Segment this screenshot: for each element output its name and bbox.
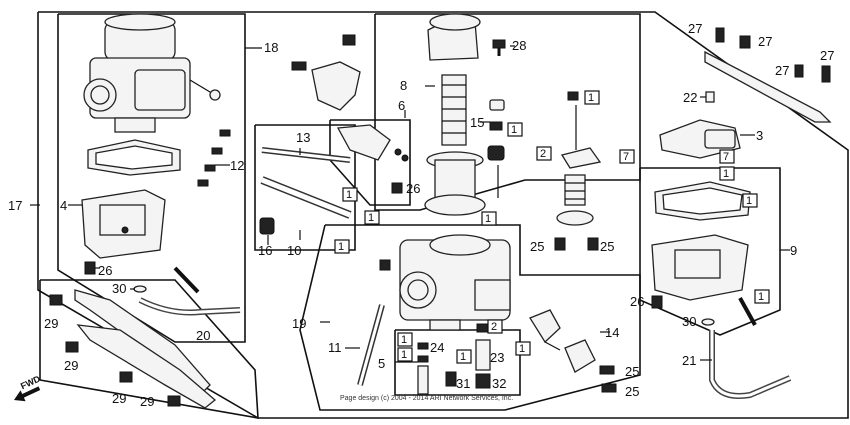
callout-2: 2 [491, 321, 497, 333]
callout-29: 29 [64, 358, 78, 373]
callout-11: 11 [328, 340, 342, 355]
strap-frame [39, 279, 259, 419]
callout-17: 17 [8, 198, 22, 213]
float-bracket-frame [329, 119, 411, 206]
callout-16: 16 [258, 243, 272, 258]
callout-4: 4 [60, 198, 67, 213]
callout-26: 26 [630, 294, 644, 309]
callout-2: 2 [540, 148, 546, 160]
fuel-tube-20 [138, 297, 241, 316]
leader-lines [30, 45, 790, 363]
callout-8: 8 [400, 78, 407, 93]
callout-25: 25 [625, 364, 639, 379]
callout-27: 27 [820, 48, 834, 63]
callout-30: 30 [682, 314, 696, 329]
callout-7: 7 [623, 151, 629, 163]
float-chamber-left [81, 189, 166, 259]
callout-1: 1 [368, 212, 374, 224]
callout-24: 24 [430, 340, 444, 355]
callout-29: 29 [44, 316, 58, 331]
screws-left [197, 129, 231, 187]
callout-25: 25 [600, 239, 614, 254]
callout-10: 10 [287, 243, 301, 258]
jets [417, 323, 491, 395]
top-bracket-27 [704, 27, 832, 123]
callout-25: 25 [625, 384, 639, 399]
center-carburetor-body [379, 234, 511, 331]
air-tubes [259, 147, 352, 235]
callout-1: 1 [758, 291, 764, 303]
clip-30-left [133, 285, 147, 293]
left-carb-frame [57, 13, 246, 343]
mixture-screw-left [173, 266, 200, 294]
callout-1: 1 [401, 349, 407, 361]
callout-32: 32 [492, 376, 506, 391]
callout-1: 1 [401, 334, 407, 346]
callout-3: 3 [756, 128, 763, 143]
mounting-strap [74, 289, 217, 409]
float-chamber-gasket-left [87, 139, 181, 176]
callout-1: 1 [519, 343, 525, 355]
callout-1: 1 [338, 241, 344, 253]
copyright-notice: Page design (c) 2004 - 2014 ARI Network … [340, 395, 513, 402]
vent-pipe-11 [357, 304, 385, 386]
callout-31: 31 [456, 376, 470, 391]
callout-1: 1 [746, 195, 752, 207]
callout-23: 23 [490, 350, 504, 365]
callout-1: 1 [485, 213, 491, 225]
bolt-28 [492, 39, 506, 56]
callout-9: 9 [790, 243, 797, 258]
callout-25: 25 [530, 239, 544, 254]
jet-needle-parts [487, 99, 505, 198]
callout-6: 6 [398, 98, 405, 113]
callout-29: 29 [140, 394, 154, 409]
callout-20: 20 [196, 328, 210, 343]
callout-27: 27 [758, 34, 772, 49]
callout-30: 30 [112, 281, 126, 296]
part-number-labels: 1 1 2 7 1 1 1 1 7 1 1 1 1 1 2 1 1 18 12 … [8, 21, 834, 409]
screws-29 [49, 294, 181, 407]
tube-frame [254, 124, 356, 251]
lower-center-frame [299, 224, 641, 411]
callout-26: 26 [98, 263, 112, 278]
air-cutoff-valve [554, 91, 602, 251]
left-carburetor-assembly [83, 13, 221, 133]
callout-18: 18 [264, 40, 278, 55]
throttle-bracket [291, 34, 409, 194]
callout-1: 1 [588, 92, 594, 104]
callout-15: 15 [470, 115, 484, 130]
cover-3 [659, 119, 741, 159]
callout-19: 19 [292, 316, 306, 331]
callout-14: 14 [605, 325, 619, 340]
callout-5: 5 [378, 356, 385, 371]
callout-28: 28 [512, 38, 526, 53]
callout-1: 1 [723, 168, 729, 180]
callout-27: 27 [775, 63, 789, 78]
callout-1: 1 [511, 124, 517, 136]
float-chamber-gasket-right [654, 181, 751, 221]
outer-frame [37, 11, 849, 419]
callout-13: 13 [296, 130, 310, 145]
float-chamber-right [651, 234, 757, 326]
callout-26: 26 [406, 181, 420, 196]
callout-29: 29 [112, 391, 126, 406]
drain-bolt-left [84, 261, 96, 275]
callout-12: 12 [230, 158, 244, 173]
fuel-tube-21 [709, 330, 792, 399]
vacuum-piston-assembly [424, 13, 486, 216]
center-carb-frame [374, 13, 641, 211]
callout-1: 1 [346, 189, 352, 201]
callout-1: 1 [460, 351, 466, 363]
callout-22: 22 [683, 90, 697, 105]
boxed-callouts [334, 90, 770, 364]
callout-7: 7 [723, 151, 729, 163]
callout-27: 27 [688, 21, 702, 36]
callout-21: 21 [682, 353, 696, 368]
float-valve-assembly [529, 309, 617, 393]
